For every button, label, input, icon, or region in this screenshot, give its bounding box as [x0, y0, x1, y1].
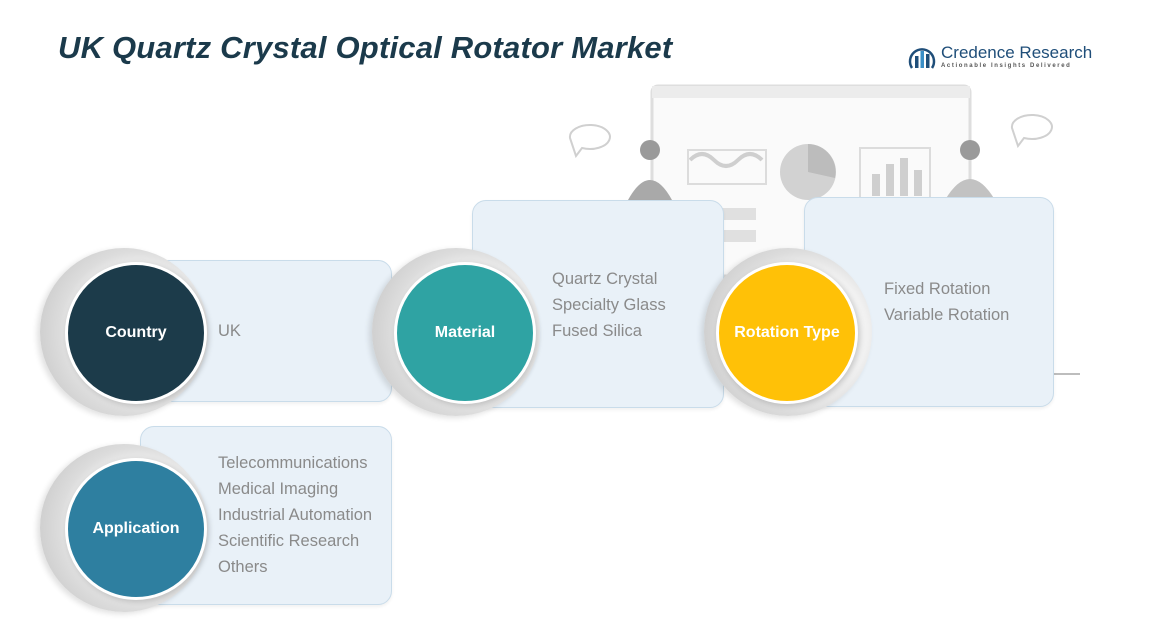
rotation-type-item: Fixed Rotation	[884, 280, 991, 298]
logo-tagline: Actionable Insights Delivered	[941, 63, 1072, 69]
rotation-type-item: Variable Rotation	[884, 306, 1010, 324]
bar-chart-logo-icon	[908, 48, 936, 69]
rotation-type-label: Rotation Type	[734, 324, 840, 341]
application-circle: Application	[65, 458, 207, 600]
material-item: Fused Silica	[552, 322, 642, 340]
credence-research-logo: Credence Research Actionable Insights De…	[908, 40, 1098, 76]
application-item: Telecommunications	[218, 454, 368, 472]
rotation-type-circle: Rotation Type	[716, 262, 858, 404]
application-label: Application	[92, 520, 180, 537]
country-circle: Country	[65, 262, 207, 404]
application-item: Scientific Research	[218, 532, 360, 550]
country-label: Country	[105, 324, 167, 341]
material-item: Specialty Glass	[552, 296, 666, 314]
logo-name: Credence Research	[941, 43, 1093, 62]
application-items: Telecommunications Medical Imaging Indus…	[218, 450, 372, 580]
country-items: UK	[218, 318, 241, 344]
application-item: Industrial Automation	[218, 506, 373, 524]
page-title: UK Quartz Crystal Optical Rotator Market	[58, 30, 673, 65]
application-item: Others	[218, 558, 268, 576]
material-label: Material	[434, 324, 496, 341]
material-item: Quartz Crystal	[552, 270, 658, 288]
material-circle: Material	[394, 262, 536, 404]
rotation-type-items: Fixed Rotation Variable Rotation	[884, 276, 1009, 328]
application-item: Medical Imaging	[218, 480, 339, 498]
country-item: UK	[218, 322, 241, 340]
material-items: Quartz Crystal Specialty Glass Fused Sil…	[552, 266, 666, 344]
